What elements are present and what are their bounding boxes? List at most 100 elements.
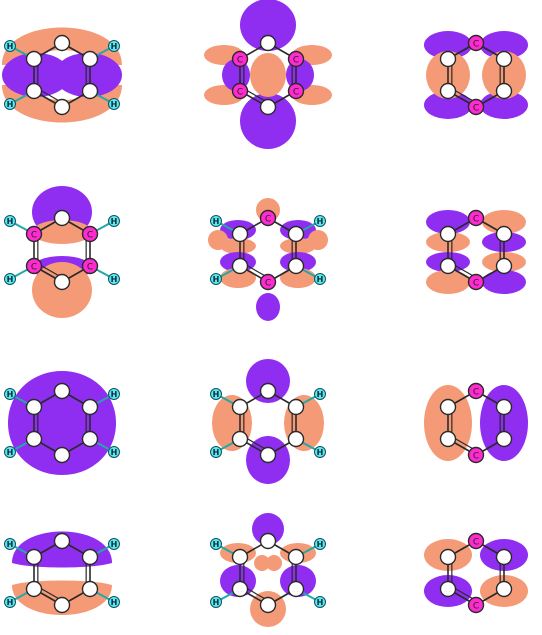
- positive-lobe: [254, 555, 270, 571]
- hydrogen-atom: H: [314, 446, 326, 458]
- negative-lobe: [240, 93, 296, 149]
- hydrogen-atom: H: [210, 446, 222, 458]
- carbon-atom: [25, 580, 43, 598]
- carbon-atom: C: [467, 446, 485, 464]
- hydrogen-atom: H: [314, 273, 326, 285]
- carbon-atom: C: [467, 34, 485, 52]
- carbon-atom: C: [81, 225, 99, 243]
- carbon-atom: [287, 225, 305, 243]
- carbon-label: C: [473, 538, 479, 548]
- carbon-label: C: [265, 279, 271, 289]
- hydrogen-atom: H: [4, 446, 16, 458]
- carbon-atom: [53, 532, 71, 550]
- carbon-label: C: [473, 215, 479, 225]
- carbon-atom: [287, 398, 305, 416]
- hydrogen-label: H: [111, 448, 118, 457]
- carbon-atom: C: [467, 98, 485, 116]
- hydrogen-label: H: [317, 390, 324, 399]
- carbon-label: C: [31, 263, 37, 273]
- carbon-atom: [495, 398, 513, 416]
- hydrogen-label: H: [7, 540, 14, 549]
- orbital-panel-r2c3: CC: [426, 209, 526, 294]
- hydrogen-label: H: [317, 540, 324, 549]
- carbon-atom: [53, 209, 71, 227]
- carbon-atom: [231, 580, 249, 598]
- carbon-atom: [439, 82, 457, 100]
- hydrogen-label: H: [213, 448, 220, 457]
- negative-lobe: [240, 0, 296, 51]
- carbon-atom: [53, 98, 71, 116]
- carbon-atom: C: [231, 50, 249, 68]
- hydrogen-atom: H: [108, 596, 120, 608]
- carbon-atom: [495, 580, 513, 598]
- negative-lobe: [246, 359, 290, 403]
- orbital-panel-r1c2: C C C C: [204, 0, 332, 149]
- carbon-atom: [231, 398, 249, 416]
- carbon-label: C: [293, 88, 299, 98]
- carbon-atom: [53, 382, 71, 400]
- hydrogen-atom: H: [210, 596, 222, 608]
- carbon-atom: [259, 446, 277, 464]
- hydrogen-label: H: [7, 598, 14, 607]
- positive-lobe: [208, 230, 228, 250]
- carbon-label: C: [473, 388, 479, 398]
- carbon-atom: [259, 382, 277, 400]
- hydrogen-label: H: [7, 390, 14, 399]
- hydrogen-atom: H: [108, 215, 120, 227]
- hydrogen-label: H: [7, 217, 14, 226]
- hydrogen-label: H: [7, 42, 14, 51]
- hydrogen-atom: H: [4, 388, 16, 400]
- hydrogen-atom: H: [314, 388, 326, 400]
- carbon-atom: [259, 596, 277, 614]
- negative-lobe: [46, 63, 78, 87]
- hydrogen-label: H: [213, 217, 220, 226]
- hydrogen-atom: H: [4, 273, 16, 285]
- carbon-atom: C: [467, 273, 485, 291]
- hydrogen-label: H: [7, 100, 14, 109]
- hydrogen-atom: H: [108, 98, 120, 110]
- carbon-atom: [25, 50, 43, 68]
- carbon-atom: [495, 82, 513, 100]
- carbon-atom: C: [25, 225, 43, 243]
- carbon-atom: C: [231, 82, 249, 100]
- negative-lobe: [8, 371, 116, 475]
- carbon-atom: [53, 34, 71, 52]
- hydrogen-label: H: [111, 42, 118, 51]
- carbon-label: C: [473, 452, 479, 462]
- hydrogen-label: H: [111, 390, 118, 399]
- hydrogen-label: H: [7, 448, 14, 457]
- carbon-label: C: [473, 279, 479, 289]
- hydrogen-atom: H: [4, 538, 16, 550]
- carbon-atom: C: [467, 382, 485, 400]
- hydrogen-atom: H: [108, 40, 120, 52]
- carbon-atom: C: [287, 50, 305, 68]
- carbon-atom: [495, 548, 513, 566]
- positive-lobe: [426, 270, 470, 294]
- orbital-panel-r4c3: CC: [424, 532, 528, 614]
- carbon-atom: C: [25, 257, 43, 275]
- carbon-label: C: [87, 263, 93, 273]
- carbon-atom: C: [81, 257, 99, 275]
- positive-lobe: [308, 230, 328, 250]
- hydrogen-label: H: [111, 217, 118, 226]
- carbon-atom: [287, 257, 305, 275]
- carbon-label: C: [237, 88, 243, 98]
- positive-lobe: [220, 238, 256, 254]
- carbon-atom: [53, 446, 71, 464]
- carbon-atom: [81, 398, 99, 416]
- carbon-label: C: [31, 231, 37, 241]
- carbon-atom: [495, 225, 513, 243]
- carbon-label: C: [473, 602, 479, 612]
- hydrogen-atom: H: [4, 98, 16, 110]
- carbon-atom: [81, 580, 99, 598]
- positive-lobe: [266, 555, 282, 571]
- carbon-atom: [231, 225, 249, 243]
- carbon-atom: [439, 430, 457, 448]
- positive-lobe: [250, 53, 286, 97]
- hydrogen-atom: H: [314, 596, 326, 608]
- hydrogen-label: H: [317, 275, 324, 284]
